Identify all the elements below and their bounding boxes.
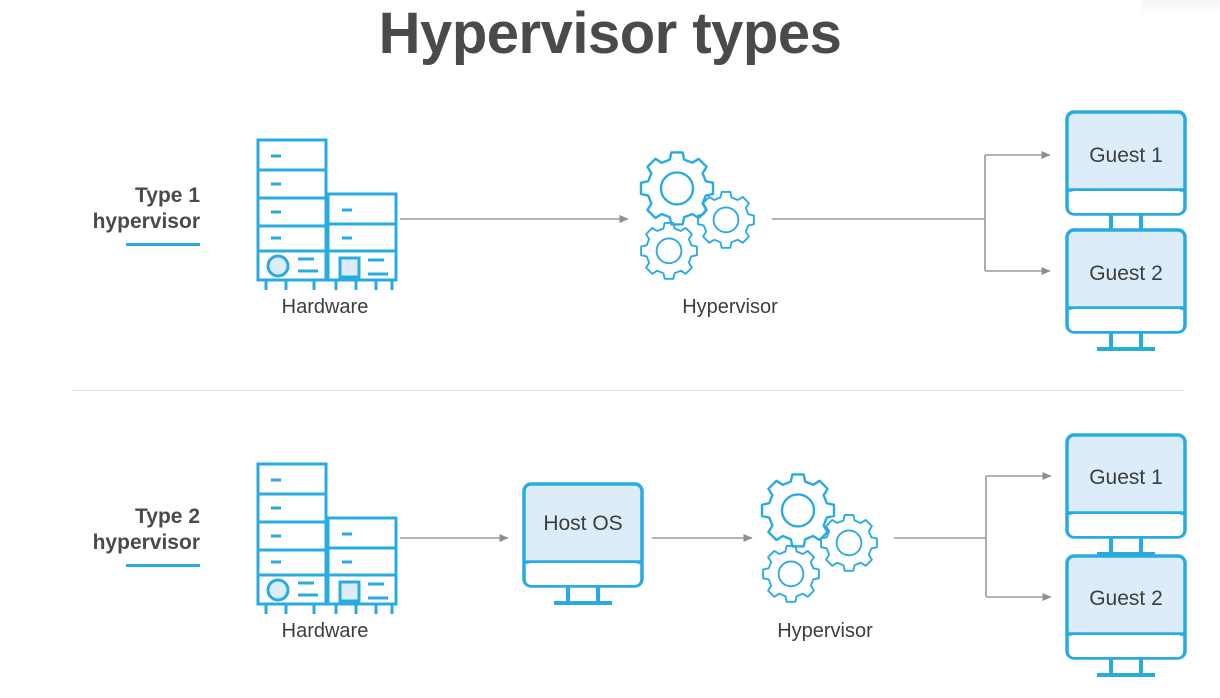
row1-hardware-icon: [256, 138, 398, 292]
row2-hostos-monitor-icon: [522, 482, 644, 605]
row2-guest2-monitor-icon: [1065, 554, 1187, 677]
type-2-label-line1: Type 2: [135, 505, 200, 528]
row-divider: [72, 390, 1185, 391]
row2-hardware-caption: Hardware: [281, 620, 369, 642]
row1-guest2-monitor-icon: [1065, 228, 1187, 351]
type-1-label-underline: [126, 243, 200, 247]
row2-hardware-icon: [256, 462, 398, 616]
row2-guest1-label: Guest 1: [1089, 466, 1163, 489]
row1-guest1-label: Guest 1: [1089, 144, 1163, 167]
row1-hardware-caption: Hardware: [281, 296, 369, 318]
row2-hypervisor-icon: [760, 473, 878, 603]
type-2-label-underline: [126, 564, 200, 568]
type-1-label-line2: hypervisor: [92, 209, 200, 233]
row1-hypervisor-icon: [639, 151, 755, 280]
row1-guest2-label: Guest 2: [1089, 262, 1163, 285]
type-2-hypervisor-label: Type 2 hypervisor: [20, 504, 200, 568]
row2-hostos-label: Host OS: [543, 512, 622, 535]
type-1-hypervisor-label: Type 1 hypervisor: [20, 183, 200, 247]
row2-hypervisor-caption: Hypervisor: [777, 620, 873, 642]
row2-guest2-label: Guest 2: [1089, 587, 1163, 610]
type-2-label-line2: hypervisor: [92, 530, 200, 554]
row1-hypervisor-caption: Hypervisor: [682, 296, 778, 318]
type-1-label-line1: Type 1: [135, 184, 200, 207]
row1-guest1-monitor-icon: [1065, 110, 1187, 233]
row2-guest1-monitor-icon: [1065, 433, 1187, 556]
page-title: Hypervisor types: [378, 1, 842, 66]
